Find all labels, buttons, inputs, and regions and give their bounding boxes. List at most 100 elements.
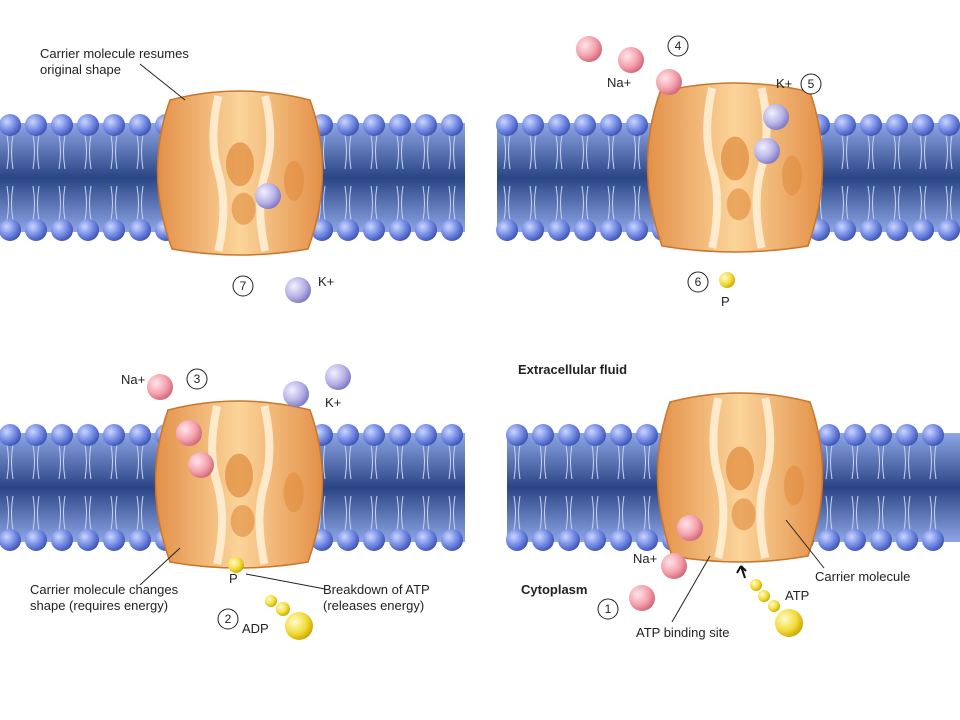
sodium-ion (677, 515, 703, 541)
phospholipid-head (389, 529, 411, 551)
adp-label: ADP (242, 621, 269, 636)
phospholipid-head (532, 424, 554, 446)
phospholipid-head (834, 219, 856, 241)
phospholipid-head (818, 424, 840, 446)
phospholipid-head (574, 219, 596, 241)
phospholipid-head (600, 114, 622, 136)
shape-change-label: Carrier molecule changes (30, 582, 179, 597)
phospholipid-head (311, 219, 333, 241)
phospholipid-head (129, 529, 151, 551)
phospholipid-head (25, 219, 47, 241)
phospholipid-head (0, 424, 21, 446)
potassium-ion (763, 104, 789, 130)
phospholipid-head (0, 114, 21, 136)
panel-step-1: 1 Extracellular fluid Cytoplasm Na+ ATP … (506, 362, 960, 640)
phospholipid-head (870, 529, 892, 551)
phosphate-label: P (721, 294, 730, 309)
phosphate-label: P (229, 571, 238, 586)
phospholipid-head (870, 424, 892, 446)
phospholipid-head (558, 529, 580, 551)
phospholipid-head (548, 114, 570, 136)
callout-line (245, 573, 326, 590)
phospholipid-head (922, 529, 944, 551)
shape-change-label: shape (requires energy) (30, 598, 168, 613)
phospholipid-head (77, 114, 99, 136)
phosphate-group (228, 557, 244, 573)
phospholipid-head (922, 424, 944, 446)
step-number-circle (597, 598, 619, 620)
step-number: 1 (605, 602, 612, 616)
sodium-ion (576, 36, 602, 62)
step-number: 2 (225, 612, 232, 626)
phospholipid-head (610, 529, 632, 551)
sodium-ion (188, 452, 214, 478)
phospholipid-head (415, 114, 437, 136)
phospholipid-head (896, 529, 918, 551)
arrow-icon (736, 565, 747, 579)
phospholipid-head (415, 219, 437, 241)
phospholipid-head (441, 424, 463, 446)
phospholipid-head (626, 219, 648, 241)
phospholipid-head (938, 114, 960, 136)
callout-line (785, 519, 825, 569)
phospholipid-head (51, 114, 73, 136)
carrier-molecule-label: Carrier molecule (815, 569, 910, 584)
phospholipid-head (574, 114, 596, 136)
step-number-circle (800, 73, 822, 95)
sodium-ion (147, 374, 173, 400)
phospholipid-head (834, 114, 856, 136)
panel-step-7: Carrier molecule resumes original shape … (0, 46, 465, 303)
phospholipid-head (103, 114, 125, 136)
phospholipid-head (415, 529, 437, 551)
potassium-ion (255, 183, 281, 209)
phospholipid-head (860, 219, 882, 241)
phospholipid-head (77, 424, 99, 446)
phospholipid-head (441, 219, 463, 241)
atp-label: ATP (785, 588, 809, 603)
phospholipid-head (818, 529, 840, 551)
phospholipid-head (0, 219, 21, 241)
sodium-label: Na+ (121, 372, 145, 387)
potassium-label: K+ (318, 274, 334, 289)
potassium-label: K+ (325, 395, 341, 410)
phospholipid-head (558, 424, 580, 446)
extracellular-fluid-label: Extracellular fluid (518, 362, 627, 377)
callout-line (139, 63, 186, 101)
phospholipid-head (610, 424, 632, 446)
phospholipid-head (51, 424, 73, 446)
callout-line (671, 555, 711, 623)
phospholipid-head (389, 219, 411, 241)
phospholipid-head (337, 529, 359, 551)
potassium-label: K+ (776, 76, 792, 91)
callout-label: Carrier molecule resumes (40, 46, 189, 61)
phospholipid-head (496, 114, 518, 136)
phospholipid-head (389, 114, 411, 136)
sodium-ion (629, 585, 655, 611)
sodium-ion (176, 420, 202, 446)
step-number-circle (232, 275, 254, 297)
phospholipid-head (896, 424, 918, 446)
potassium-ion (283, 381, 309, 407)
sodium-ion (656, 69, 682, 95)
phospholipid-head (522, 219, 544, 241)
atp-breakdown-label: (releases energy) (323, 598, 424, 613)
phospholipid-head (51, 529, 73, 551)
phospholipid-head (886, 219, 908, 241)
phospholipid-head (938, 219, 960, 241)
carrier-protein (646, 82, 824, 253)
phospholipid-head (532, 529, 554, 551)
phospholipid-head (103, 529, 125, 551)
phospholipid-head (363, 529, 385, 551)
sodium-ion (618, 47, 644, 73)
phospholipid-head (584, 424, 606, 446)
phospholipid-head (25, 114, 47, 136)
phospholipid-head (506, 424, 528, 446)
step-number: 4 (675, 39, 682, 53)
adp-molecule (265, 595, 313, 640)
step-number-circle (667, 35, 689, 57)
atp-breakdown-label: Breakdown of ATP (323, 582, 430, 597)
panel-step-3-2: 3 2 Na+ K+ P ADP Carrier molecule change… (0, 364, 465, 640)
step-number-circle (186, 368, 208, 390)
phospholipid-head (51, 219, 73, 241)
